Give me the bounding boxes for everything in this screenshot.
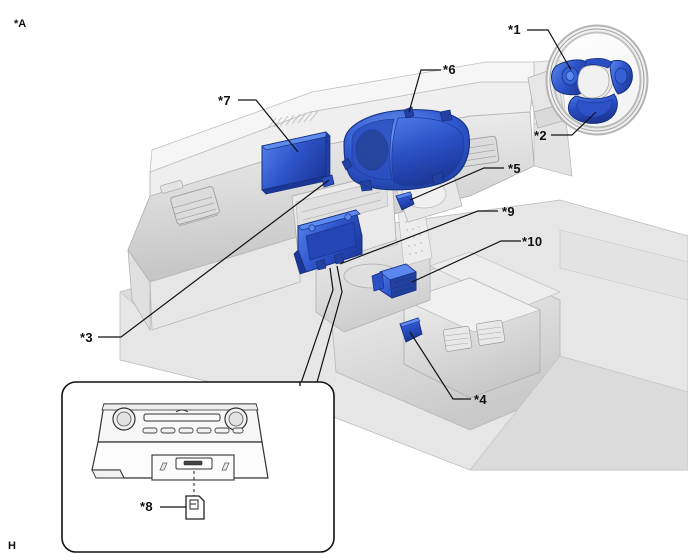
steering-wheel-assembly bbox=[527, 24, 649, 136]
part-5-front-console-sensor bbox=[395, 191, 415, 211]
callout-label-9: *9 bbox=[502, 204, 515, 219]
corner-label-top-left: *A bbox=[14, 18, 27, 30]
callout-label-10: *10 bbox=[522, 234, 543, 249]
console-armrest bbox=[403, 277, 541, 399]
audio-head-unit bbox=[91, 403, 269, 481]
callout-label-4: *4 bbox=[474, 392, 487, 407]
callout-label-3: *3 bbox=[80, 330, 93, 345]
callout-label-2: *2 bbox=[534, 128, 547, 143]
part-10-airbag-sensor-assembly bbox=[371, 263, 417, 299]
part-4-rear-console-sensor bbox=[399, 317, 423, 343]
sd-memory-card bbox=[185, 495, 205, 520]
callout-label-5: *5 bbox=[508, 161, 521, 176]
callout-label-7: *7 bbox=[218, 93, 231, 108]
corner-label-bottom-left: H bbox=[8, 540, 16, 552]
leader-lines bbox=[98, 29, 597, 400]
left-air-vent bbox=[170, 186, 220, 227]
part-6-combination-meter bbox=[341, 106, 470, 192]
callout-label-6: *6 bbox=[443, 62, 456, 77]
callout-label-8: *8 bbox=[140, 499, 153, 514]
callout-label-1: *1 bbox=[508, 22, 521, 37]
part-3-center-stack-module bbox=[293, 209, 363, 275]
inset-detail-box bbox=[61, 381, 335, 553]
part-7-instrument-panel-airbag bbox=[261, 131, 335, 195]
